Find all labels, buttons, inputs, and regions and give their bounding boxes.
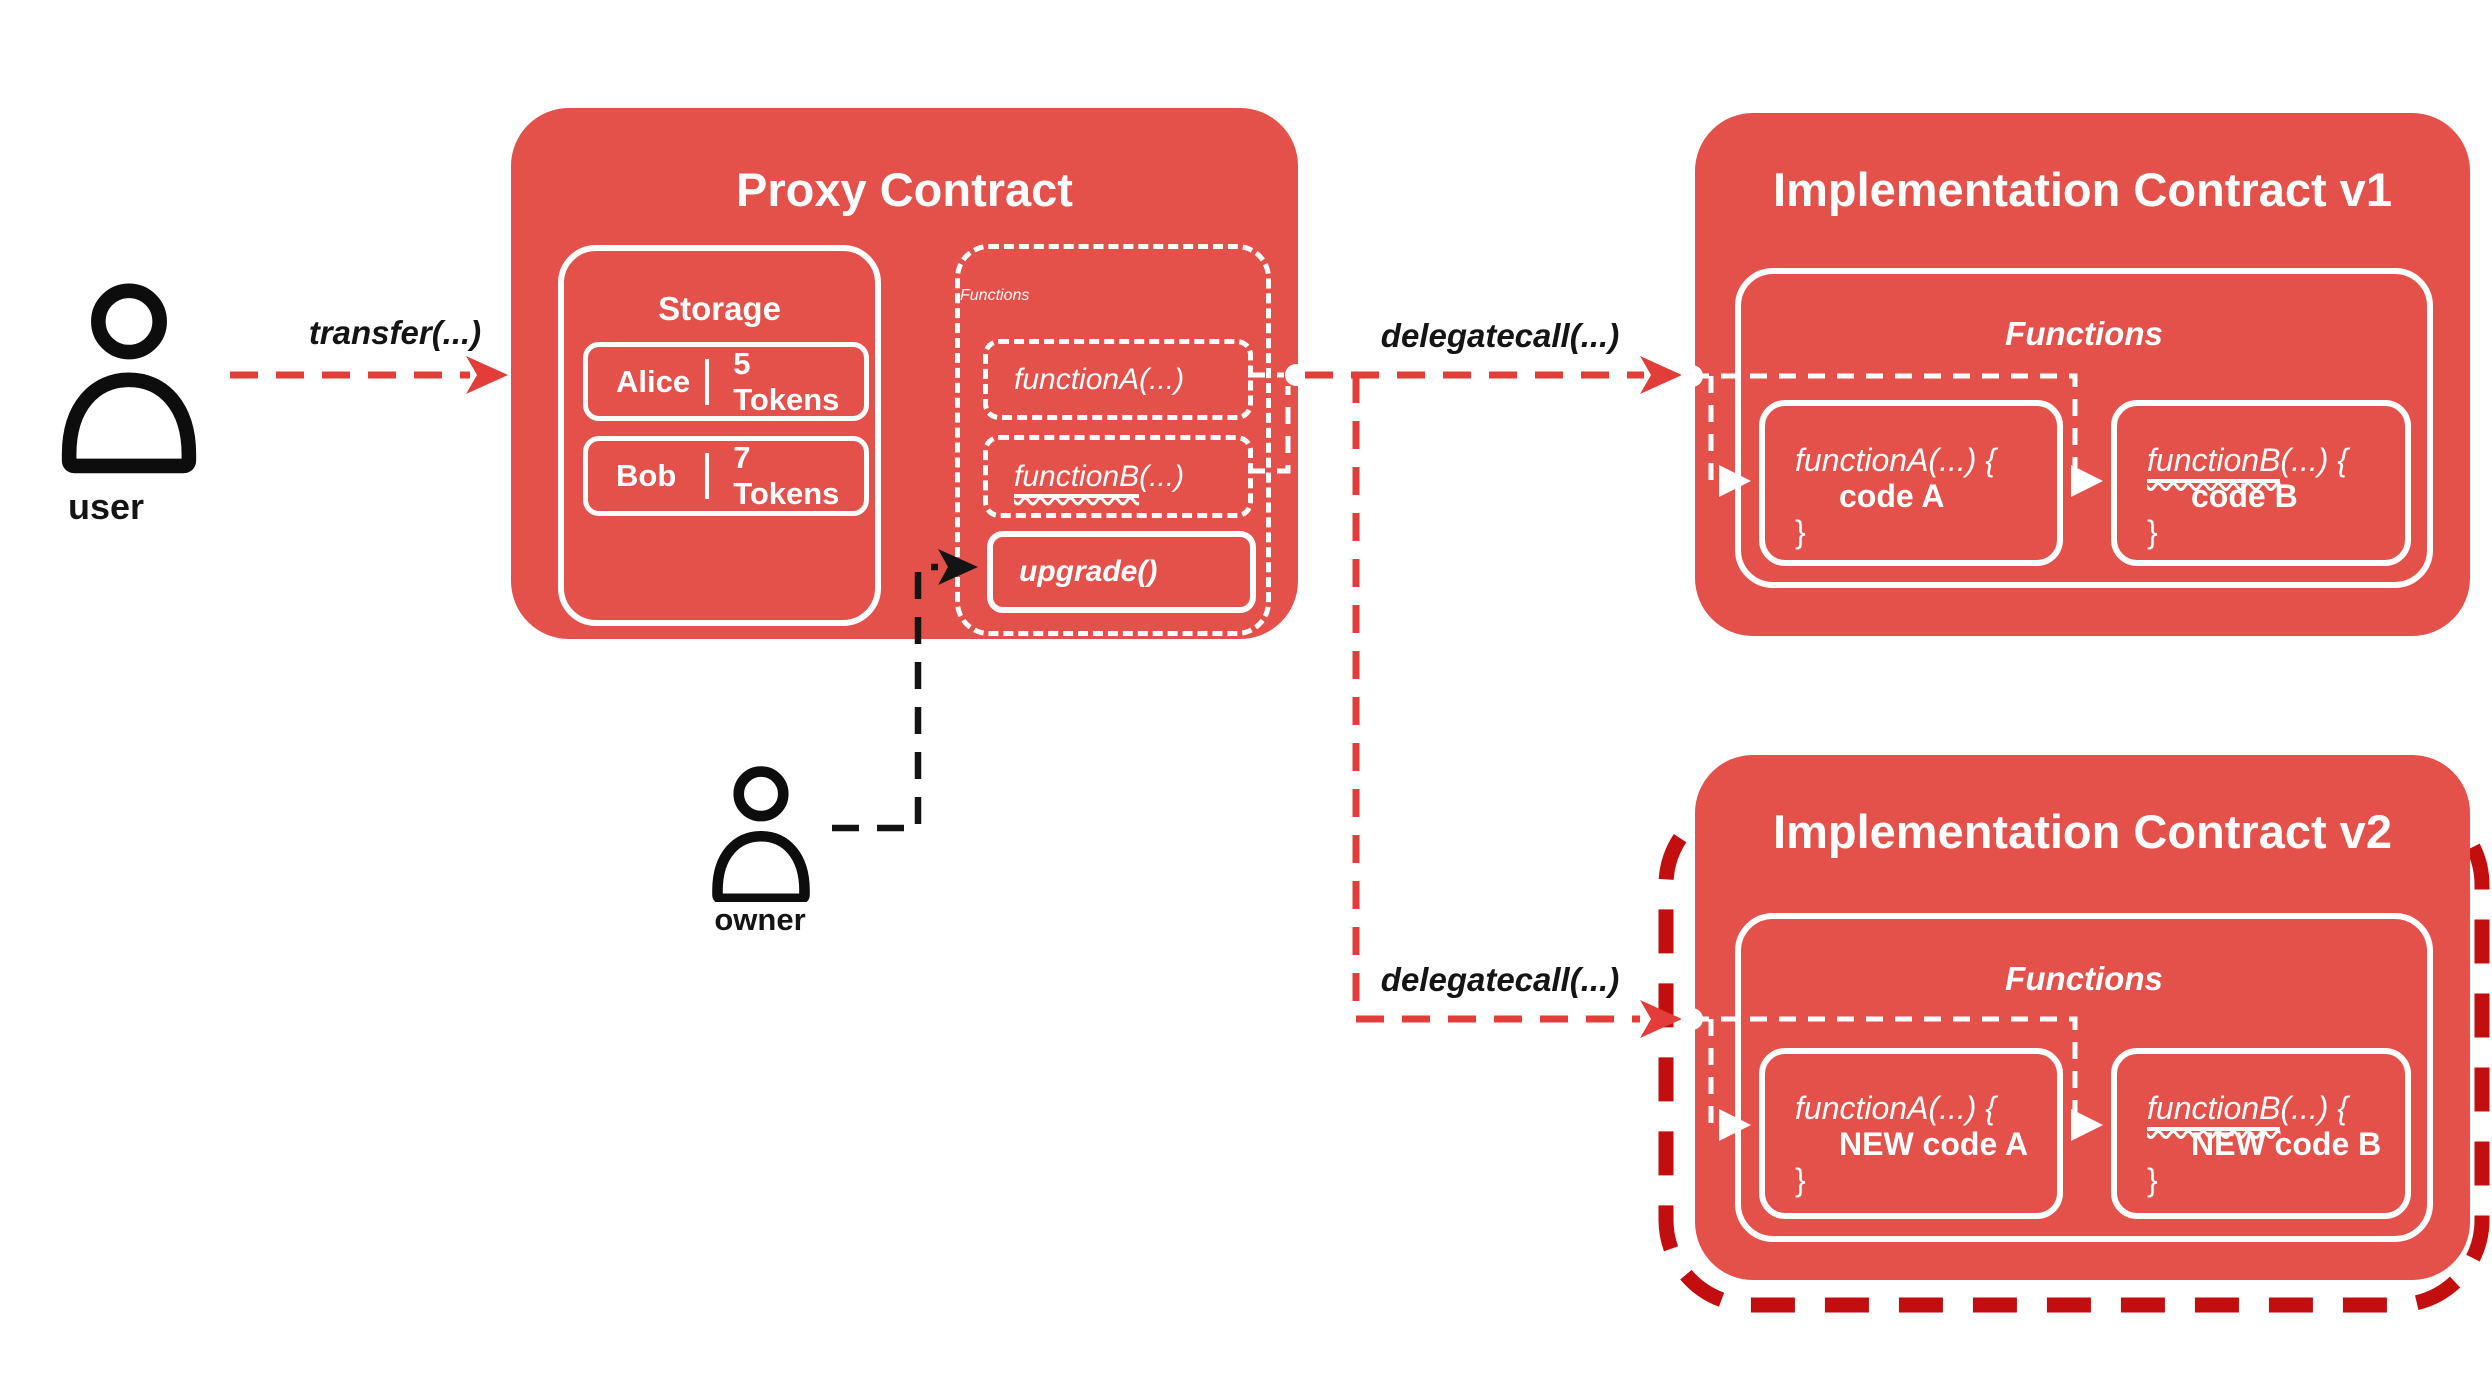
- storage-row-alice: Alice 5 Tokens: [583, 342, 869, 421]
- function-body: NEW code B: [2191, 1126, 2382, 1162]
- function-body: NEW code A: [1839, 1126, 2029, 1162]
- function-close: }: [2147, 514, 2158, 550]
- transfer-arrowhead: [466, 356, 508, 394]
- proxy-contract-box: Proxy Contract Storage Alice 5 Tokens Bo…: [511, 108, 1298, 639]
- impl-v2-title: Implementation Contract v2: [1773, 805, 2392, 858]
- function-signature: functionB(...) {: [2147, 442, 2405, 483]
- function-signature: functionA(...) {: [1795, 442, 1996, 478]
- function-b-name: functionB: [2147, 442, 2281, 483]
- proxy-function-a-item: functionA(...): [983, 339, 1253, 420]
- proxy-function-b-label: functionB: [1014, 459, 1140, 498]
- proxy-function-b-name: functionB: [1014, 459, 1140, 498]
- function-close: }: [2147, 1162, 2158, 1198]
- impl-v1-box: Implementation Contract v1 Functions fun…: [1695, 113, 2470, 636]
- impl-v1-functions-title: Functions: [2005, 315, 2163, 352]
- function-b-name: functionB: [2147, 1090, 2281, 1131]
- user-icon: [61, 283, 197, 474]
- function-b-args: (...) {: [2280, 442, 2348, 478]
- impl-v2-functions-title: Functions: [2005, 960, 2163, 997]
- impl-v1-function-b-box: functionB(...) { code B }: [2111, 400, 2411, 566]
- impl-v1-function-a-box: functionA(...) { code A }: [1759, 400, 2063, 566]
- proxy-function-b-item: functionB(...): [983, 435, 1253, 518]
- proxy-contract-title: Proxy Contract: [736, 163, 1073, 216]
- proxy-upgrade-label: upgrade(): [1019, 555, 1158, 588]
- storage-row-name: Alice: [616, 363, 691, 399]
- proxy-function-a-label: functionA(...): [1014, 362, 1185, 396]
- impl-v1-title: Implementation Contract v1: [1773, 163, 2392, 216]
- impl-v2-function-b-box: functionB(...) { NEW code B }: [2111, 1048, 2411, 1219]
- transfer-call-label: transfer(...): [308, 314, 482, 351]
- function-b-args: (...) {: [2280, 1090, 2348, 1126]
- impl-v2-function-a-box: functionA(...) { NEW code A }: [1759, 1048, 2063, 1219]
- delegatecall-v1-label: delegatecall(...): [1380, 317, 1620, 354]
- impl-v2-box: Implementation Contract v2 Functions fun…: [1695, 755, 2470, 1280]
- owner-icon: [712, 766, 810, 902]
- impl-v2-functions-box: Functions functionA(...) { NEW code A } …: [1735, 913, 2433, 1242]
- delegatecall-v1-arrowhead: [1640, 356, 1682, 394]
- proxy-upgrade-item: upgrade(): [987, 531, 1256, 613]
- function-body: code B: [2191, 478, 2298, 514]
- function-body: code A: [1839, 478, 1945, 514]
- delegatecall-v2-branch-line: [1352, 375, 1640, 1023]
- storage-row-divider: [705, 358, 710, 405]
- proxy-functions-box: Functions functionA(...) functionB(...) …: [955, 244, 1271, 636]
- storage-row-amount: 5 Tokens: [733, 345, 840, 417]
- storage-box: Storage Alice 5 Tokens Bob 7 Tokens: [558, 245, 881, 626]
- storage-row-name: Bob: [616, 458, 677, 493]
- proxy-functions-title: Functions: [960, 287, 1030, 304]
- proxy-function-b-args: (...): [1139, 459, 1185, 493]
- function-signature: functionA(...) {: [1795, 1090, 1996, 1126]
- function-close: }: [1795, 1162, 1806, 1198]
- delegatecall-v2-label: delegatecall(...): [1380, 961, 1620, 998]
- owner-label: owner: [714, 902, 806, 937]
- storage-title: Storage: [658, 290, 781, 327]
- function-signature: functionB(...) {: [2147, 1090, 2405, 1131]
- storage-row-amount: 7 Tokens: [733, 440, 840, 511]
- function-close: }: [1795, 514, 1806, 550]
- storage-row-divider: [705, 453, 710, 499]
- user-label: user: [67, 486, 145, 527]
- impl-v1-functions-box: Functions functionA(...) { code A } func…: [1735, 268, 2433, 588]
- storage-row-bob: Bob 7 Tokens: [583, 436, 869, 516]
- delegatecall-v2-arrowhead: [1640, 1000, 1682, 1038]
